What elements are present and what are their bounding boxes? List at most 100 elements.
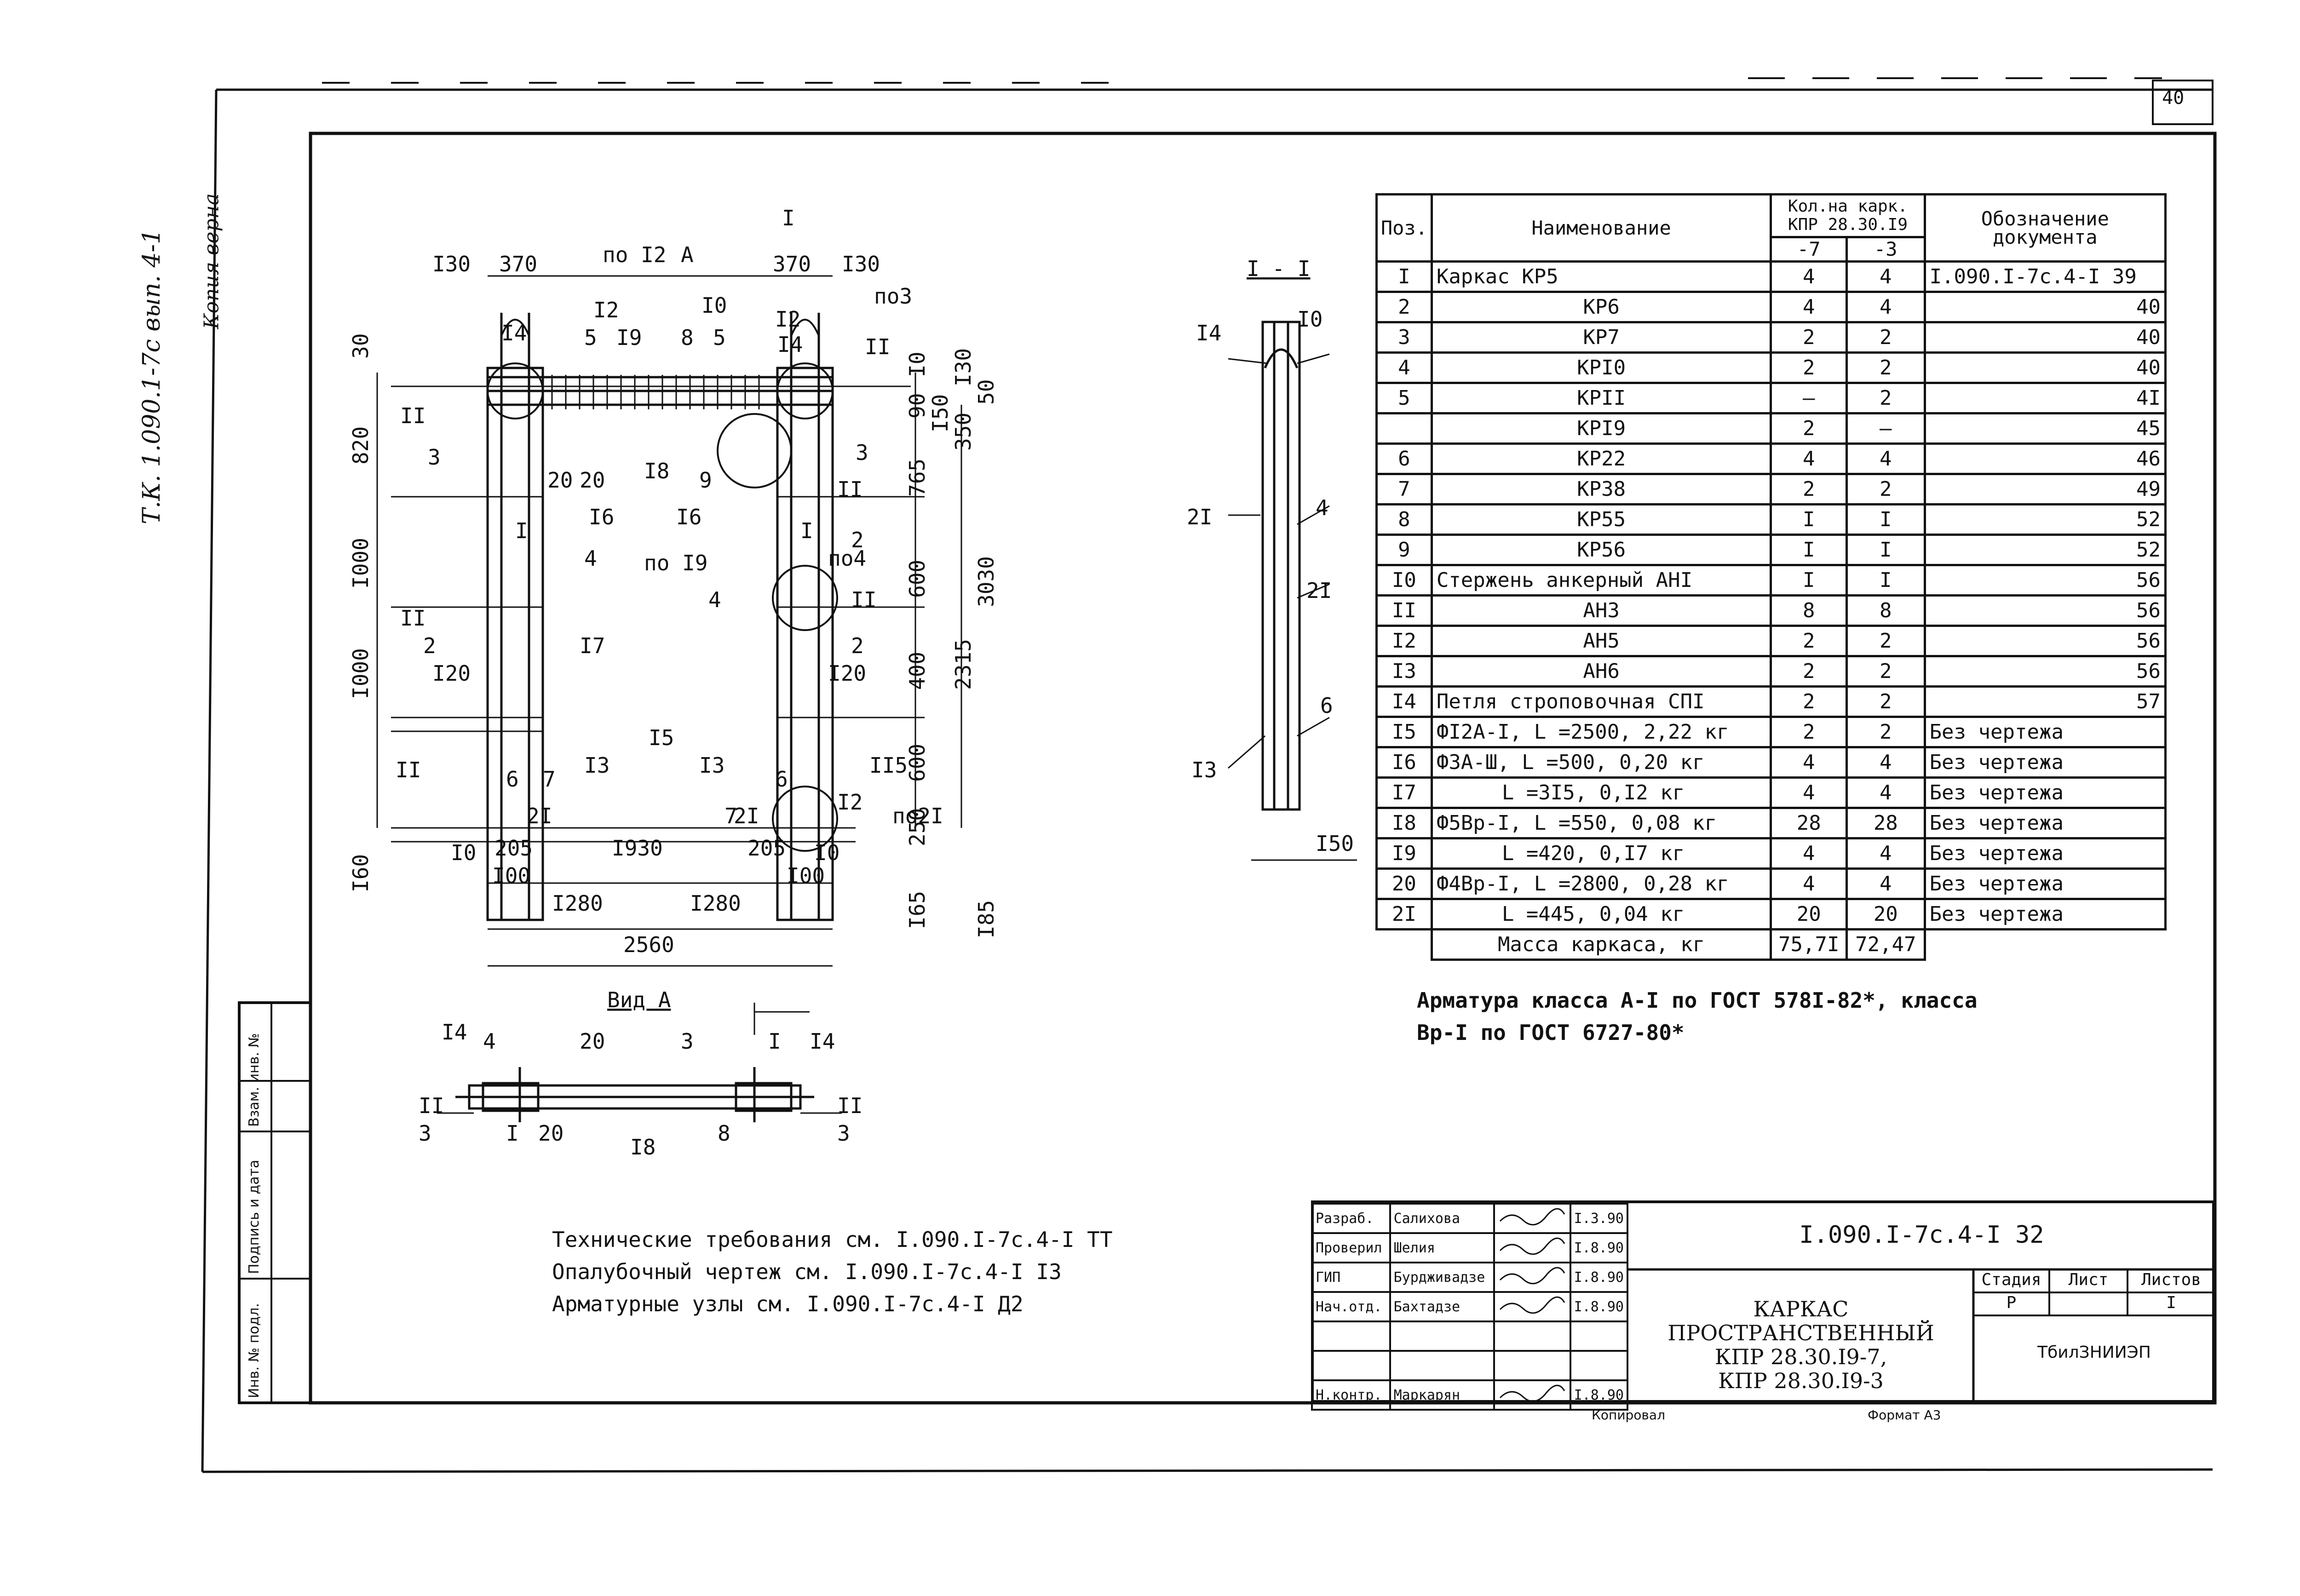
signature-scribble (1499, 1237, 1565, 1255)
spec-cell-qty-b: I (1846, 534, 1926, 566)
spec-cell-qty-b: 2 (1846, 321, 1926, 354)
view-a-label-18: I8 (630, 1135, 656, 1160)
plan-label-13b: I3 (699, 753, 724, 778)
plan-dim-400: 400 (905, 652, 930, 690)
sheets-label: Листов (2141, 1270, 2202, 1289)
signature-role: Разраб. (1311, 1203, 1391, 1234)
plan-dim-3030: 3030 (974, 556, 994, 607)
sheets-value: I (2166, 1293, 2176, 1312)
spec-cell-qty-b: I (1846, 503, 1926, 536)
spec-cell-doc: 40 (1923, 291, 2167, 323)
spec-cell-pos: 2 (1375, 291, 1433, 323)
plan-dim-50: 50 (974, 379, 994, 405)
signature-name (1389, 1320, 1495, 1352)
spec-cell-name: Ф3А-Ш, L =500, 0,20 кг (1430, 746, 1772, 779)
spec-cell-name: АН5 (1430, 625, 1772, 657)
spec-cell-doc: Без чертежа (1923, 776, 2167, 809)
plan-dim-130r: I30 (951, 348, 976, 386)
spec-header-qty-b: -3 (1846, 236, 1926, 263)
plan-label-16a: I6 (589, 505, 614, 529)
section-label-6: 6 (1320, 693, 1333, 718)
spec-header-name: Наименование (1430, 193, 1772, 263)
view-a-label-20b: 20 (538, 1121, 564, 1146)
plan-label-poz21: по2I (892, 804, 943, 828)
signature-scribble (1499, 1208, 1565, 1226)
plan-label-2c: 2 (851, 633, 864, 658)
rebar-note-line-2: Вр-I по ГОСТ 6727-80* (1417, 1020, 1685, 1045)
doc-code: I.090.I-7с.4-I 32 (1799, 1221, 2044, 1249)
spec-cell-pos: 4 (1375, 351, 1433, 384)
spec-cell-qty-a: 20 (1770, 898, 1848, 930)
plan-label-7b: 7 (724, 804, 737, 828)
spec-cell-qty-b: 8 (1846, 594, 1926, 627)
spec-cell-qty-b: 4 (1846, 776, 1926, 809)
signature-role: Проверил (1311, 1232, 1391, 1263)
plan-dim-350: 350 (951, 413, 976, 451)
signature-date: I.8.90 (1569, 1291, 1629, 1322)
spec-cell-name: КРI9 (1430, 412, 1772, 445)
section-drawing: I - I I4 I0 2I 4 2I 6 I3 I50 (1187, 256, 1357, 861)
spec-cell-name: АН6 (1430, 655, 1772, 688)
spec-cell-doc: 57 (1923, 685, 2167, 718)
plan-label-120a: I20 (432, 661, 471, 686)
view-a-label-3c: 3 (837, 1121, 850, 1146)
view-a-label-8: 8 (718, 1121, 730, 1146)
plan-dim-1000a: I000 (350, 538, 373, 589)
spec-cell-doc: 40 (1923, 321, 2167, 354)
spec-cell-name: КРI0 (1430, 351, 1772, 384)
spec-cell-name: КР6 (1430, 291, 1772, 323)
plan-callout-19: I9 (616, 325, 642, 350)
plan-callout-poz3: по3 (874, 284, 912, 309)
spec-cell-pos: 2I (1375, 898, 1433, 930)
spec-cell-name: АН3 (1430, 594, 1772, 627)
plan-callout-12a: I2 (593, 298, 619, 322)
spec-cell-qty-b: 2 (1846, 685, 1926, 718)
spec-cell-doc: Без чертежа (1923, 807, 2167, 839)
signature-scribble (1499, 1267, 1565, 1285)
signature-mark (1493, 1379, 1571, 1411)
spec-cell-pos: I5 (1375, 716, 1433, 748)
spec-cell-doc: I.090.I-7с.4-I 39 (1923, 260, 2167, 293)
spec-cell-pos: 7 (1375, 473, 1433, 505)
plan-label-11c: II (851, 587, 876, 612)
spec-cell-qty-a: 8 (1770, 594, 1848, 627)
spec-cell-doc: 40 (1923, 351, 2167, 384)
spec-cell-pos (1375, 412, 1433, 445)
signature-name: Бахтадзе (1389, 1291, 1495, 1322)
spec-cell-pos: I4 (1375, 685, 1433, 718)
format-label: Формат А3 (1868, 1407, 1941, 1423)
signature-mark (1493, 1232, 1571, 1263)
plan-dim-10r: I0 (905, 352, 930, 377)
organization: ТбилЗНИИЭП (2037, 1343, 2151, 1362)
stage-label: Стадия (1981, 1270, 2041, 1289)
plan-dim-205-left: 205 (494, 836, 533, 861)
plan-dim-600b: 600 (905, 744, 930, 782)
plan-label-20a: 20 (547, 468, 573, 493)
spec-cell-qty-b: – (1846, 412, 1926, 445)
note-formwork: Опалубочный чертеж см. I.090.I-7с.4-I I3 (552, 1259, 1062, 1284)
spec-cell-doc: 49 (1923, 473, 2167, 505)
spec-cell-qty-b: 4 (1846, 746, 1926, 779)
section-label-4: 4 (1316, 495, 1328, 520)
spec-cell-qty-a: 4 (1770, 776, 1848, 809)
spec-cell-qty-b: 2 (1846, 473, 1926, 505)
plan-label-20b: 20 (580, 468, 605, 493)
plan-label-6a: 6 (506, 767, 519, 792)
plan-callout-5a: 5 (584, 325, 597, 350)
spec-cell-pos: I2 (1375, 625, 1433, 657)
plan-label-12: I2 (837, 790, 862, 815)
spec-cell-pos: 8 (1375, 503, 1433, 536)
spec-cell-qty-b: 2 (1846, 716, 1926, 748)
spec-cell-doc: 52 (1923, 534, 2167, 566)
plan-drawing: I30 370 370 I30 по I2 A I I0 по3 I4 I2 5… (350, 206, 994, 967)
plan-callout-10: I0 (702, 293, 727, 318)
